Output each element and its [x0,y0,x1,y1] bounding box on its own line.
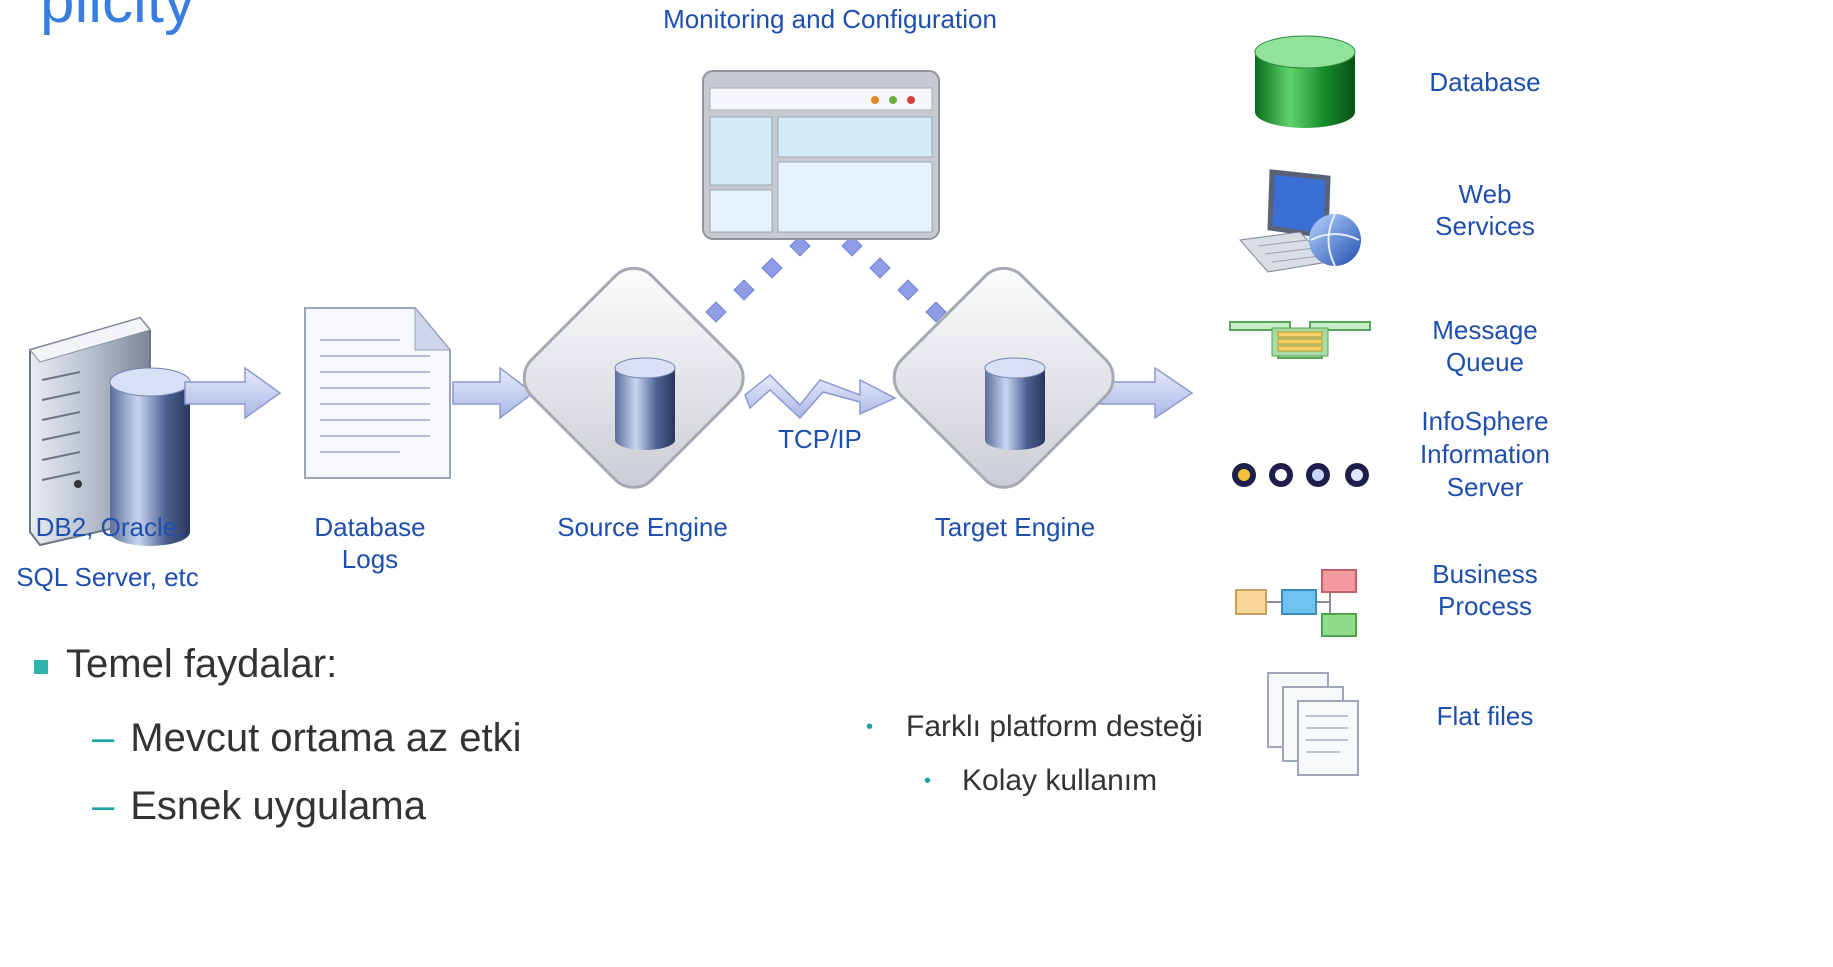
benefit-text: Esnek uygulama [130,784,426,828]
side-point: Farklı platform desteği [906,710,1203,743]
benefit-item: –Mevcut ortama az etki [92,716,522,761]
source-engine-icon [522,266,745,489]
target-engine-icon [892,266,1115,489]
db-source-label-1: DB2, Oracle, [35,512,185,542]
dash-bullet: – [92,716,115,760]
bullet-square [34,660,48,674]
target-label-info-2: Information [1419,439,1551,469]
target-label-bp-1: Business [1432,559,1538,589]
database-cylinder-icon [1254,35,1356,128]
target-label-info-3: Server [1446,472,1524,502]
side-point: Kolay kullanım [962,764,1158,797]
documents-stack-icon [1267,672,1359,776]
infosphere-icons [1232,463,1369,487]
slide-title-fragment: plicity [40,0,196,36]
tcp-ip-label: TCP/IP [778,424,862,454]
target-label-info-1: InfoSphere [1421,406,1549,436]
database-logs-icon [304,306,452,479]
benefits-heading: Temel faydalar: [66,642,338,686]
db-source-label-2: SQL Server, etc [16,562,199,592]
db-server-icon [29,316,191,547]
target-label-web-1: Web [1458,179,1512,209]
message-queue-icon [1229,321,1371,359]
benefit-text: Mevcut ortama az etki [130,716,522,760]
bullet-dot: • [924,770,932,792]
logs-label-2: Logs [341,544,399,574]
target-label-mq-1: Message [1432,315,1538,345]
source-engine-label: Source Engine [557,512,728,542]
monitor-connectors [705,235,947,323]
target-label-web-2: Services [1435,211,1535,241]
process-flow-icon [1235,569,1357,637]
dash-bullet: – [92,784,115,828]
flow-arrows [184,366,1194,420]
bullet-dot: • [866,716,874,738]
monitoring-window-icon [702,70,940,240]
target-engine-label: Target Engine [934,512,1096,542]
target-label-mq-2: Queue [1445,347,1525,377]
benefit-item: –Esnek uygulama [92,784,426,829]
monitoring-label: Monitoring and Configuration [663,4,997,34]
logs-label-1: Database [314,512,426,542]
target-label-database: Database [1429,67,1541,97]
target-label-flat: Flat files [1436,701,1534,731]
target-label-bp-2: Process [1438,591,1532,621]
computer-globe-icon [1239,169,1361,273]
